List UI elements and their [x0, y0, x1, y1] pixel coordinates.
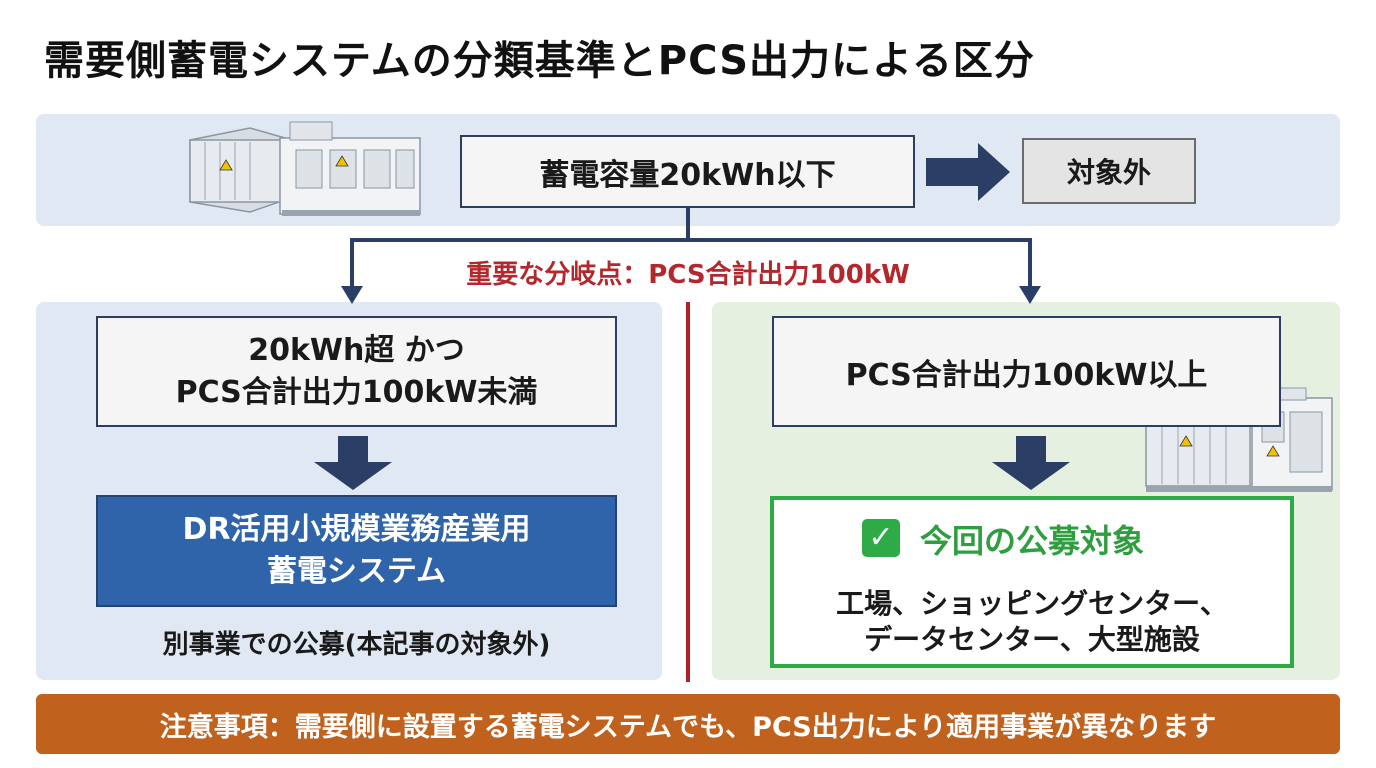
battery-container-icon — [189, 121, 421, 216]
left-note: 別事業での公募(本記事の対象外) — [162, 630, 551, 660]
down-arrow-icon — [314, 436, 392, 490]
capacity-condition-box: 蓄電容量20kWh以下 — [460, 135, 915, 208]
divider-line — [686, 302, 690, 682]
left-condition-box: 20kWh超 かつ PCS合計出力100kW未満 — [96, 316, 617, 427]
dr-storage-box: DR活用小規模業務産業用 蓄電システム — [96, 495, 617, 607]
page-title: 需要側蓄電システムの分類基準とPCS出力による区分 — [44, 38, 1035, 84]
dr-storage-line2: 蓄電システム — [266, 554, 447, 589]
left-condition-line1: 20kWh超 かつ — [248, 332, 465, 368]
target-box: ✓ 今回の公募対象 工場、ショッピングセンター、 データセンター、大型施設 — [770, 496, 1294, 668]
right-arrow-icon — [926, 143, 1010, 201]
check-icon: ✓ — [862, 519, 900, 557]
target-examples-line1: 工場、ショッピングセンター、 — [836, 587, 1228, 620]
footer-note: 注意事項：需要側に設置する蓄電システムでも、PCS出力により適用事業が異なります — [36, 694, 1340, 754]
right-condition-box: PCS合計出力100kW以上 — [772, 316, 1281, 427]
excluded-box: 対象外 — [1022, 138, 1196, 204]
dr-storage-line1: DR活用小規模業務産業用 — [182, 512, 531, 547]
branch-point-label: 重要な分岐点：PCS合計出力100kW — [466, 260, 910, 290]
target-title: 今回の公募対象 — [920, 522, 1145, 560]
left-condition-line2: PCS合計出力100kW未満 — [175, 374, 538, 410]
down-arrow-right-icon — [1019, 286, 1041, 304]
right-condition-label: PCS合計出力100kW以上 — [845, 357, 1208, 393]
down-arrow-left-icon — [341, 286, 363, 304]
footer-note-text: 注意事項：需要側に設置する蓄電システムでも、PCS出力により適用事業が異なります — [159, 711, 1217, 743]
capacity-condition-label: 蓄電容量20kWh以下 — [539, 157, 836, 193]
excluded-label: 対象外 — [1066, 156, 1151, 189]
down-arrow-icon — [992, 436, 1070, 490]
target-examples-line2: データセンター、大型施設 — [864, 623, 1200, 656]
